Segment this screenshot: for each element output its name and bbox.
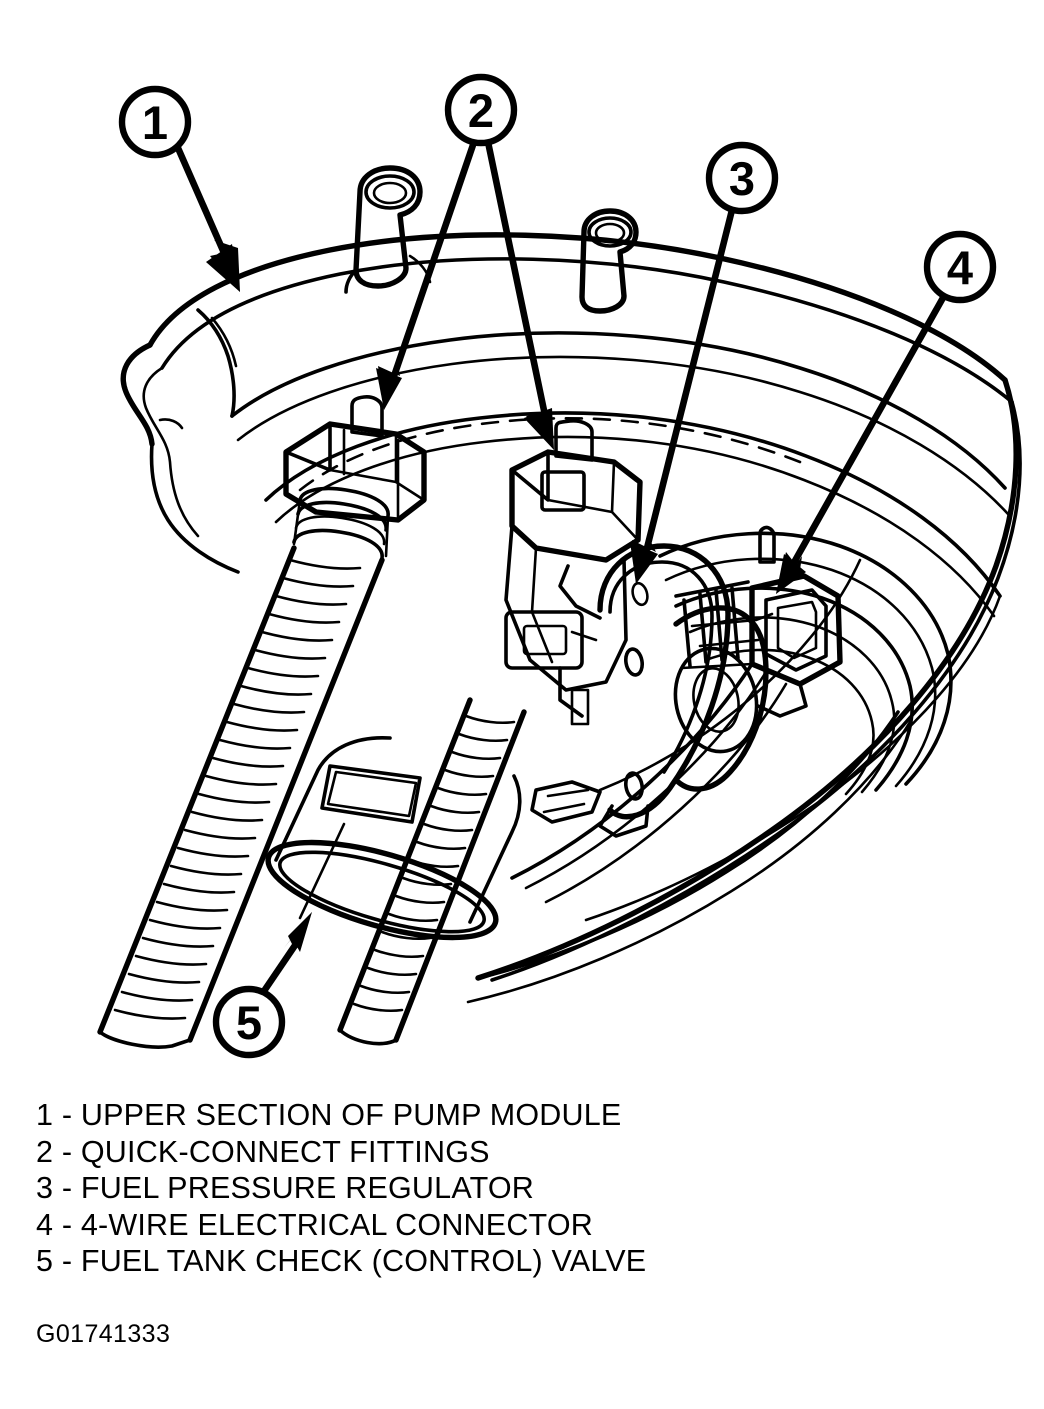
fuel-tank-check-control-valve [265,736,522,941]
legend-item-5: 5 - FUEL TANK CHECK (CONTROL) VALVE [36,1244,647,1279]
callout-circle-4 [923,230,997,304]
legend-item-2: 2 - QUICK-CONNECT FITTINGS [36,1134,490,1169]
pump-module-illustration: 1 2 3 4 5 [97,73,1022,1059]
callout-2[interactable]: 2 [444,73,518,147]
quick-connect-fitting-right [504,419,643,824]
legend-item-4: 4 - 4-WIRE ELECTRICAL CONNECTOR [36,1207,593,1242]
callout-number-3: 3 [729,152,755,205]
figure-id-label: G01741333 [36,1320,171,1348]
leader-line-3 [642,209,736,553]
callout-circle-3 [705,141,779,215]
callout-number-5: 5 [236,996,262,1049]
legend-list: 1 - UPPER SECTION OF PUMP MODULE 2 - QUI… [36,1097,936,1280]
leader-line-2a [388,140,478,384]
leader-line-2b [484,141,550,421]
callout-3[interactable]: 3 [705,141,779,215]
leader-line-4 [789,294,947,568]
callout-circle-5 [212,985,286,1059]
quick-connect-fitting-left [283,395,427,560]
legend-item-1: 1 - UPPER SECTION OF PUMP MODULE [36,1098,622,1132]
vapor-nipple-left [344,165,432,294]
callout-5[interactable]: 5 [212,985,286,1059]
callout-circle-1 [118,85,192,159]
vapor-nipple-right [579,208,639,314]
callout-1[interactable]: 1 [118,85,192,159]
legend-item-3: 3 - FUEL PRESSURE REGULATOR [36,1171,535,1206]
callout-number-1: 1 [142,96,168,149]
callout-number-2: 2 [468,84,494,137]
callout-leaders [174,140,947,996]
corrugated-fuel-hose-left [97,545,385,1049]
four-wire-electrical-connector [510,573,843,904]
callout-circle-2 [444,73,518,147]
callout-number-4: 4 [947,241,973,294]
corrugated-fuel-hose-right [337,697,527,1046]
callout-4[interactable]: 4 [923,230,997,304]
